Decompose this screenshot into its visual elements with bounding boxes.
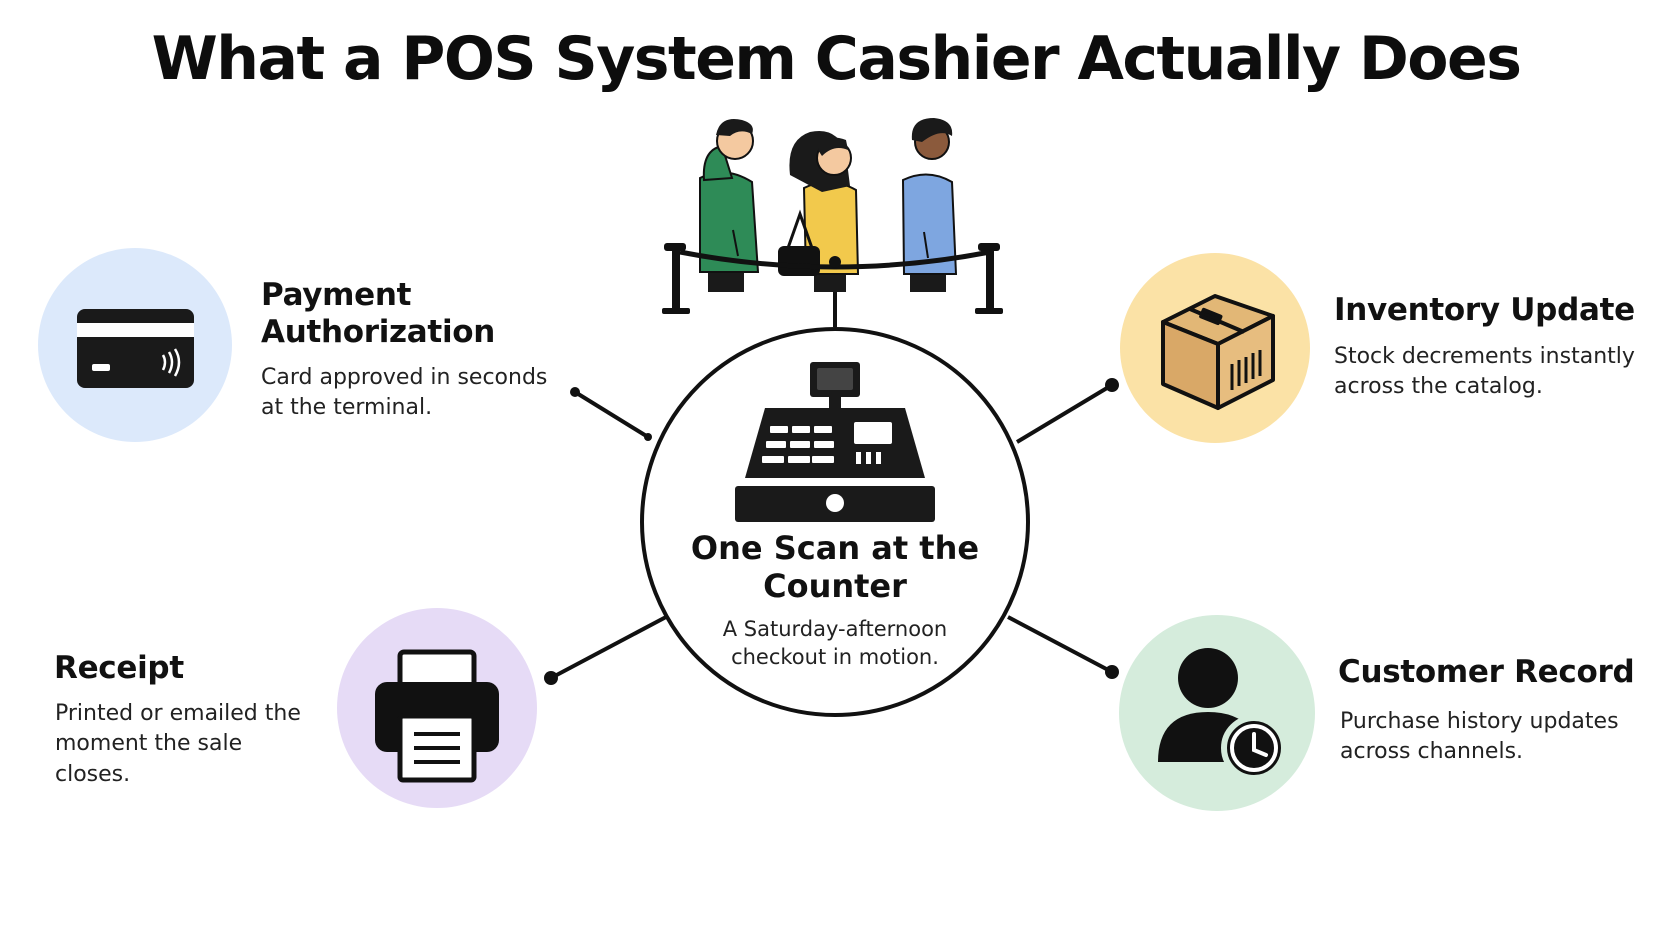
receipt-heading: Receipt: [54, 650, 184, 686]
person-yellow-shirt: [778, 130, 860, 292]
user-history-icon: [1158, 648, 1287, 781]
package-box-icon: [1161, 294, 1275, 410]
center-subtitle: A Saturday-afternoon checkout in motion.: [722, 617, 948, 670]
customer-queue-icon: [662, 118, 1003, 314]
inventory-description: Stock decrements instantly across the ca…: [1334, 344, 1635, 400]
person-blue-shirt: [901, 118, 958, 292]
connector-customer: [1007, 615, 1113, 674]
person-green-hoodie: [699, 119, 760, 292]
payment-description: Card approved in seconds at the terminal…: [261, 365, 548, 421]
credit-card-icon: [77, 309, 194, 388]
center-title: One Scan at the Counter: [690, 529, 980, 605]
receipt-node: [337, 608, 537, 808]
inventory-heading: Inventory Update: [1334, 292, 1635, 328]
page-title: What a POS System Cashier Actually Does: [151, 24, 1522, 94]
connector-inventory: [1015, 383, 1114, 444]
customer-description: Purchase history updates across channels…: [1340, 709, 1619, 765]
connector-lines: [550, 262, 1114, 680]
connector-receipt: [550, 615, 667, 680]
inventory-node: [1120, 253, 1310, 443]
customer-node: [1119, 615, 1315, 811]
connector-payment: [573, 390, 650, 439]
payment-heading: Payment Authorization: [261, 277, 496, 350]
receipt-description: Printed or emailed the moment the sale c…: [55, 701, 301, 787]
customer-heading: Customer Record: [1338, 654, 1635, 690]
cash-register-icon: [735, 362, 935, 522]
connector-dots: [544, 378, 1119, 685]
payment-node: [38, 248, 232, 442]
printer-icon: [375, 649, 499, 783]
